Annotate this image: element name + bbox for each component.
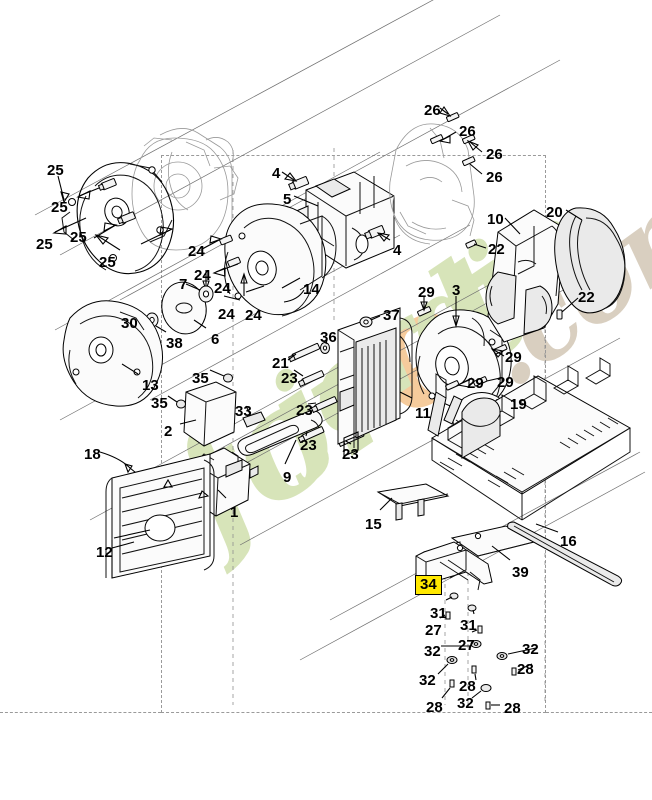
part-callout-35[interactable]: 35 xyxy=(192,370,209,387)
part-callout-25[interactable]: 25 xyxy=(70,229,87,246)
part-callout-26[interactable]: 26 xyxy=(459,123,476,140)
part-callout-38[interactable]: 38 xyxy=(166,335,183,352)
part-callout-25[interactable]: 25 xyxy=(47,162,64,179)
part-callout-30[interactable]: 30 xyxy=(121,315,138,332)
frame-extension-right xyxy=(546,712,652,713)
part-callout-24[interactable]: 24 xyxy=(194,267,211,284)
part-callout-31[interactable]: 31 xyxy=(460,617,477,634)
part-callout-24[interactable]: 24 xyxy=(218,306,235,323)
part-callout-12[interactable]: 12 xyxy=(96,544,113,561)
part-callout-28[interactable]: 28 xyxy=(426,699,443,716)
part-callout-39[interactable]: 39 xyxy=(512,564,529,581)
part-callout-24[interactable]: 24 xyxy=(245,307,262,324)
part-callout-25[interactable]: 25 xyxy=(51,199,68,216)
part-callout-9[interactable]: 9 xyxy=(283,469,292,486)
part-callout-21[interactable]: 21 xyxy=(272,355,289,372)
part-callout-22[interactable]: 22 xyxy=(578,289,595,306)
part-callout-32[interactable]: 32 xyxy=(424,643,441,660)
part-callout-26[interactable]: 26 xyxy=(486,169,503,186)
part-callout-28[interactable]: 28 xyxy=(504,700,521,717)
frame-extension-left xyxy=(0,712,161,713)
part-callout-28[interactable]: 28 xyxy=(517,661,534,678)
part-callout-26[interactable]: 26 xyxy=(424,102,441,119)
part-callout-35[interactable]: 35 xyxy=(151,395,168,412)
part-callout-27[interactable]: 27 xyxy=(458,637,475,654)
part-callout-24[interactable]: 24 xyxy=(214,280,231,297)
part-callout-7[interactable]: 7 xyxy=(179,276,188,293)
part-callout-23[interactable]: 23 xyxy=(300,437,317,454)
part-callout-5[interactable]: 5 xyxy=(283,191,292,208)
part-callout-29[interactable]: 29 xyxy=(505,349,522,366)
part-callout-32[interactable]: 32 xyxy=(457,695,474,712)
highlighted-part-label-34[interactable]: 34 xyxy=(415,575,442,595)
part-callout-15[interactable]: 15 xyxy=(365,516,382,533)
part-callout-29[interactable]: 29 xyxy=(497,374,514,391)
part-callout-23[interactable]: 23 xyxy=(342,446,359,463)
part-callout-23[interactable]: 23 xyxy=(296,402,313,419)
part-callout-26[interactable]: 26 xyxy=(486,146,503,163)
part-callout-32[interactable]: 32 xyxy=(419,672,436,689)
part-callout-37[interactable]: 37 xyxy=(383,307,400,324)
part-callout-25[interactable]: 25 xyxy=(99,254,116,271)
part-callout-13[interactable]: 13 xyxy=(142,377,159,394)
part-callout-32[interactable]: 32 xyxy=(522,641,539,658)
part-callout-6[interactable]: 6 xyxy=(211,331,220,348)
part-callout-36[interactable]: 36 xyxy=(320,329,337,346)
part-callout-20[interactable]: 20 xyxy=(546,204,563,221)
part-callout-4[interactable]: 4 xyxy=(393,242,402,259)
part-callout-24[interactable]: 24 xyxy=(188,243,205,260)
part-callout-28[interactable]: 28 xyxy=(459,678,476,695)
part-callout-18[interactable]: 18 xyxy=(84,446,101,463)
part-callout-16[interactable]: 16 xyxy=(560,533,577,550)
part-callout-11[interactable]: 11 xyxy=(415,405,431,422)
part-callout-23[interactable]: 23 xyxy=(281,370,298,387)
part-callout-3[interactable]: 3 xyxy=(452,282,461,299)
part-callout-10[interactable]: 10 xyxy=(487,211,504,228)
part-callout-31[interactable]: 31 xyxy=(430,605,447,622)
part-callout-27[interactable]: 27 xyxy=(425,622,442,639)
part-callout-25[interactable]: 25 xyxy=(36,236,53,253)
part-callout-33[interactable]: 33 xyxy=(235,403,252,420)
part-callout-22[interactable]: 22 xyxy=(488,241,505,258)
part-callout-14[interactable]: 14 xyxy=(303,281,320,298)
diagram-frame xyxy=(161,155,546,713)
part-callout-29[interactable]: 29 xyxy=(467,375,484,392)
part-callout-29[interactable]: 29 xyxy=(418,284,435,301)
part-callout-4[interactable]: 4 xyxy=(272,165,281,182)
part-callout-2[interactable]: 2 xyxy=(164,423,173,440)
part-callout-19[interactable]: 19 xyxy=(510,396,527,413)
part-callout-1[interactable]: 1 xyxy=(230,504,239,521)
